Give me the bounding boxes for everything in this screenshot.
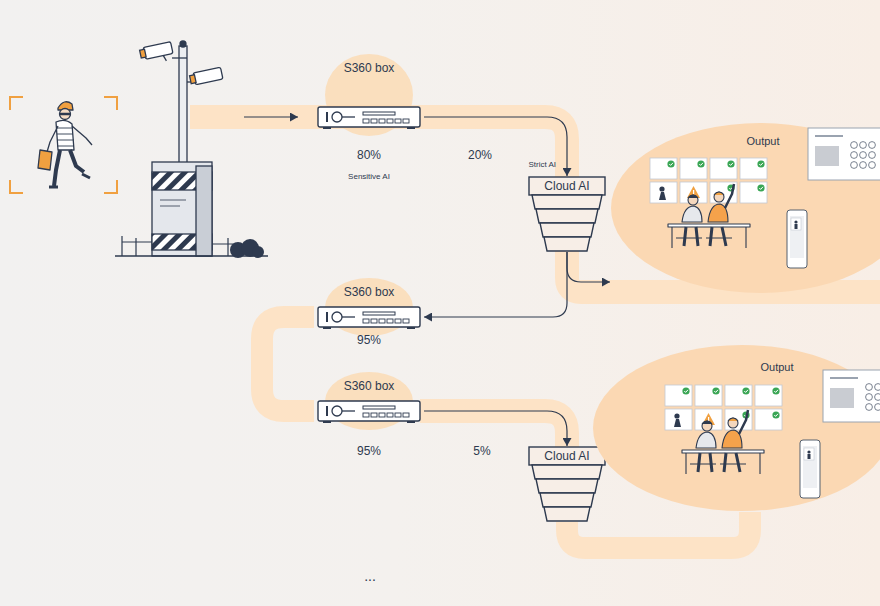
output-area: Output bbox=[592, 344, 880, 512]
flow-arrow bbox=[424, 117, 567, 176]
device-icon bbox=[317, 398, 421, 424]
node-shape bbox=[592, 344, 880, 512]
device-icon bbox=[317, 304, 421, 330]
edge-device-box: S360 box bbox=[314, 60, 424, 130]
box-heading: S360 box bbox=[314, 378, 424, 394]
control-cabinet bbox=[152, 162, 212, 256]
note-label: Sensitive AI bbox=[319, 172, 419, 182]
box-heading: S360 box bbox=[314, 60, 424, 76]
edge-device-box: S360 box bbox=[314, 284, 424, 330]
funnel-label: Cloud AI bbox=[528, 448, 606, 464]
device-icon bbox=[317, 104, 421, 130]
output-area: Output bbox=[610, 122, 880, 294]
fence bbox=[122, 236, 236, 256]
percentage-label: 20% bbox=[456, 148, 504, 162]
bush bbox=[230, 239, 264, 258]
note-label: Strict AI bbox=[498, 160, 556, 170]
flow-band bbox=[262, 317, 314, 411]
detection-bracket bbox=[10, 97, 117, 193]
percentage-label: 80% bbox=[344, 148, 394, 162]
output-heading: Output bbox=[717, 360, 837, 374]
edge-device-box: S360 box bbox=[314, 378, 424, 424]
continuation-band bbox=[398, 580, 548, 586]
cloud-ai-funnel: Cloud AI bbox=[528, 176, 606, 252]
output-heading: Output bbox=[703, 134, 823, 148]
funnel-label: Cloud AI bbox=[528, 178, 606, 194]
flow-band bbox=[567, 512, 750, 548]
box-heading: S360 box bbox=[314, 284, 424, 300]
node-shape bbox=[610, 122, 880, 294]
cloud-ai-funnel: Cloud AI bbox=[528, 446, 606, 522]
percentage-label: 95% bbox=[344, 333, 394, 347]
intruder-figure bbox=[38, 102, 92, 187]
percentage-label: 5% bbox=[458, 444, 506, 458]
flow-arrow bbox=[567, 252, 610, 282]
input-arrow bbox=[244, 116, 298, 117]
percentage-label: 95% bbox=[344, 444, 394, 458]
flow-arrow bbox=[424, 252, 567, 317]
ground-line bbox=[115, 255, 268, 256]
note-label: ... bbox=[350, 568, 390, 585]
flow-arrow bbox=[424, 411, 567, 446]
camera-pole bbox=[139, 41, 223, 166]
